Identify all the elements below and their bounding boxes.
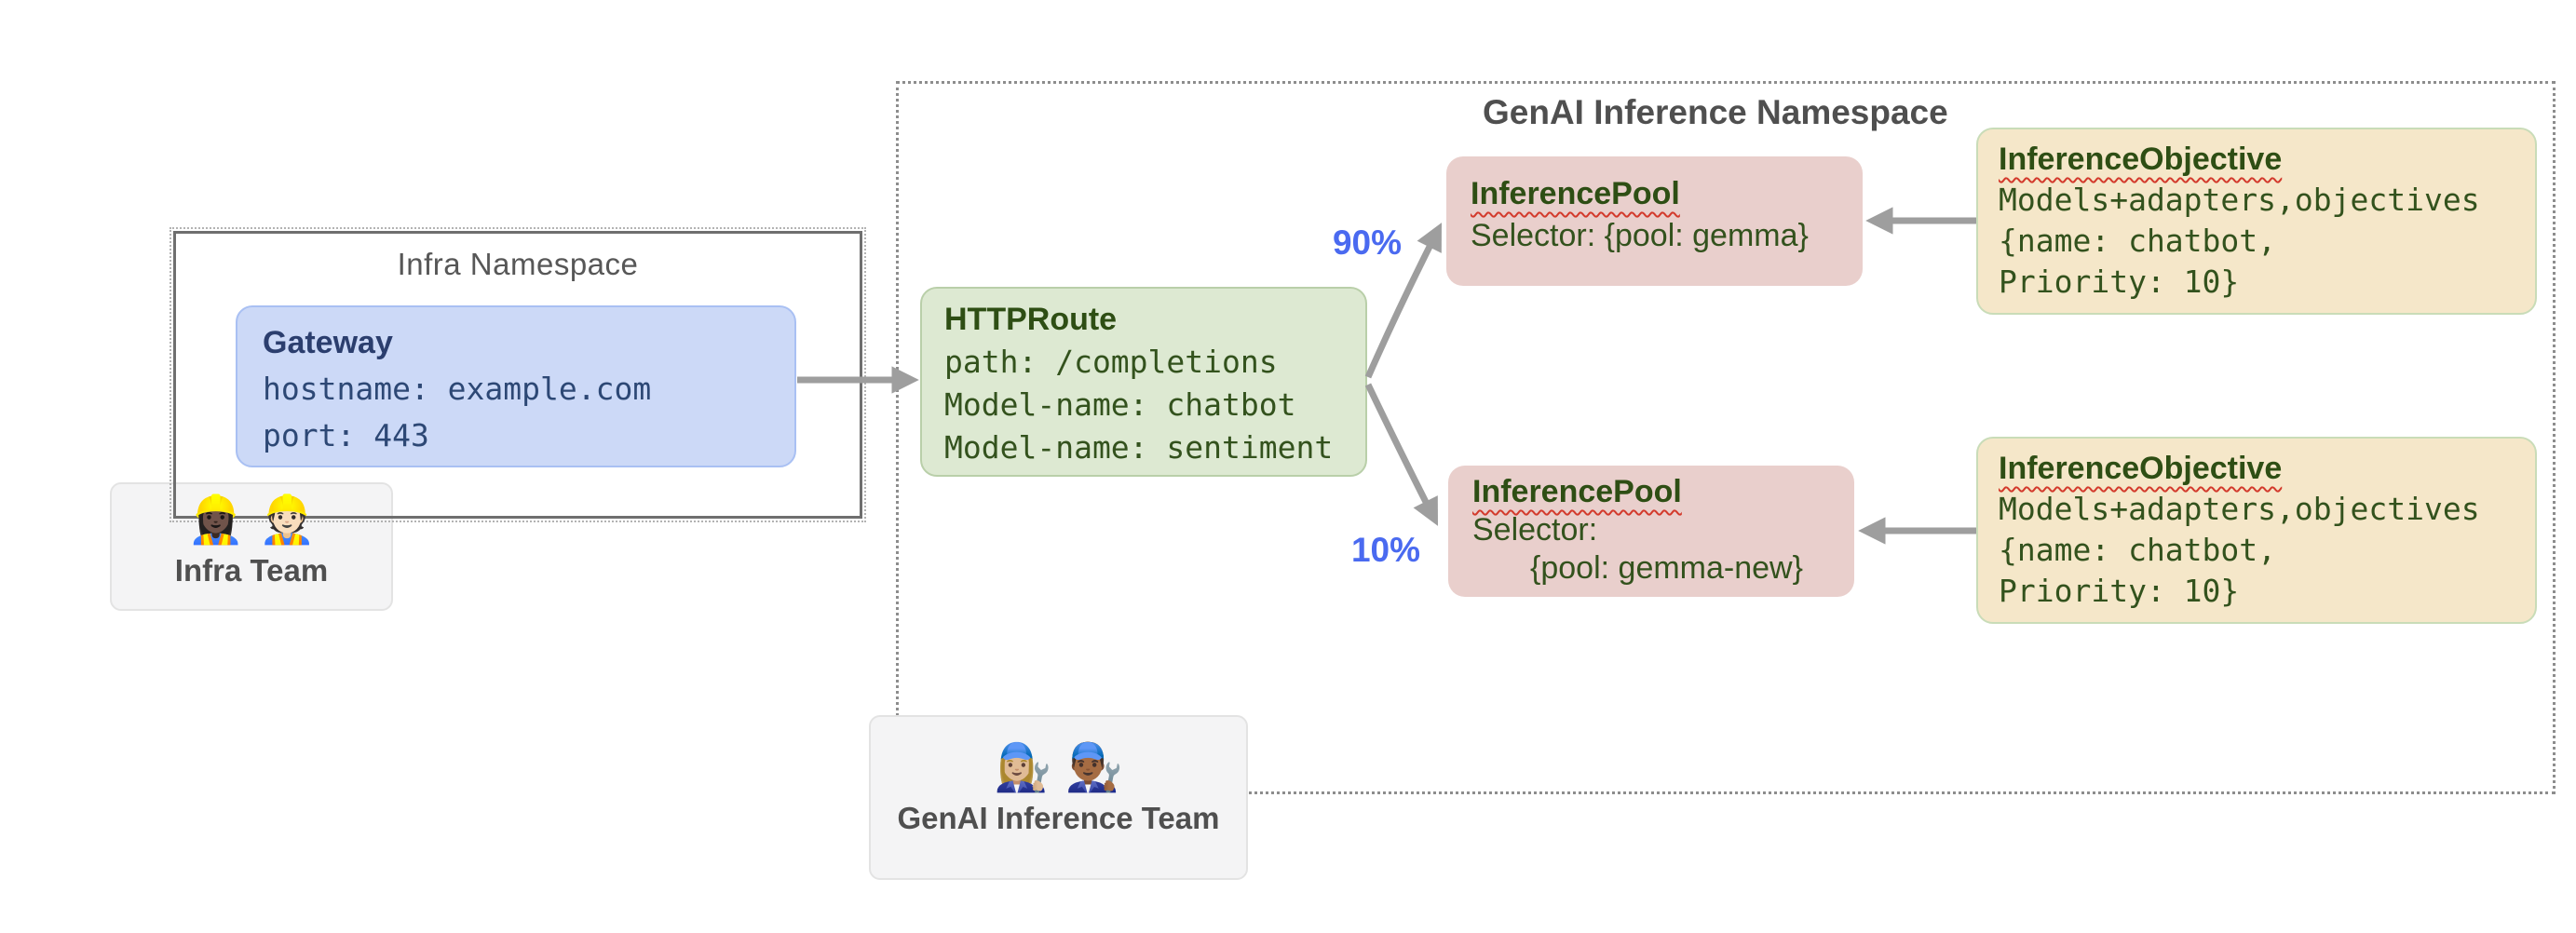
httproute-node: HTTPRoute path: /completions Model-name:…	[920, 287, 1367, 477]
gateway-title: Gateway	[263, 325, 393, 360]
inference-pool-gemma-node: InferencePool Selector: {pool: gemma}	[1446, 156, 1863, 286]
infra-team-content: 👷🏿‍♀️ 👷🏻 Infra Team	[110, 482, 393, 611]
inference-pool-title: InferencePool	[1471, 176, 1680, 211]
inference-objective-title: InferenceObjective	[1999, 451, 2283, 486]
infra-team-label: Infra Team	[174, 553, 329, 588]
gateway-hostname: hostname: example.com	[263, 371, 652, 407]
traffic-split-90-label: 90%	[1332, 223, 1403, 262]
httproute-path: path: /completions	[944, 344, 1278, 380]
genai-team-label: GenAI Inference Team	[897, 801, 1220, 835]
inference-pool-title: InferencePool	[1472, 474, 1682, 509]
gateway-node: Gateway hostname: example.com port: 443	[236, 305, 796, 467]
traffic-split-10-label: 10%	[1350, 531, 1421, 569]
objective-priority-line: Priority: 10}	[1999, 264, 2240, 300]
objective-name-line: {name: chatbot,	[1999, 223, 2277, 259]
inference-pool-selector: Selector:	[1472, 512, 1598, 548]
infra-namespace-boundary: Infra Namespace	[169, 227, 866, 522]
objective-models-line: Models+adapters,objectives	[1999, 182, 2480, 218]
objective-name-line: {name: chatbot,	[1999, 532, 2277, 568]
httproute-title: HTTPRoute	[944, 302, 1118, 337]
inference-pool-selector-value: {pool: gemma-new}	[1530, 550, 1803, 586]
inference-pool-selector: Selector: {pool: gemma}	[1471, 218, 1809, 253]
genai-namespace-boundary	[896, 81, 2556, 794]
objective-models-line: Models+adapters,objectives	[1999, 491, 2480, 527]
genai-namespace-label: GenAI Inference Namespace	[1483, 93, 1948, 131]
inference-objective-title: InferenceObjective	[1999, 142, 2283, 177]
inference-objective-node-1: InferenceObjective Models+adapters,objec…	[1976, 128, 2537, 315]
httproute-model-1: Model-name: chatbot	[944, 386, 1296, 423]
mechanics-icon: 👩🏼‍🔧 👨🏾‍🔧	[994, 741, 1123, 793]
httproute-model-2: Model-name: sentiment	[944, 429, 1334, 466]
inference-pool-gemma-new-node: InferencePool Selector: {pool: gemma-new…	[1448, 466, 1854, 597]
construction-workers-icon: 👷🏿‍♀️ 👷🏻	[186, 494, 317, 546]
genai-team-box: 👩🏼‍🔧 👨🏾‍🔧 GenAI Inference Team	[869, 715, 1248, 880]
infra-team-box	[110, 482, 393, 611]
objective-priority-line: Priority: 10}	[1999, 573, 2240, 609]
infra-namespace-label: Infra Namespace	[397, 247, 639, 281]
inference-objective-node-2: InferenceObjective Models+adapters,objec…	[1976, 437, 2537, 624]
gateway-port: port: 443	[263, 417, 429, 453]
